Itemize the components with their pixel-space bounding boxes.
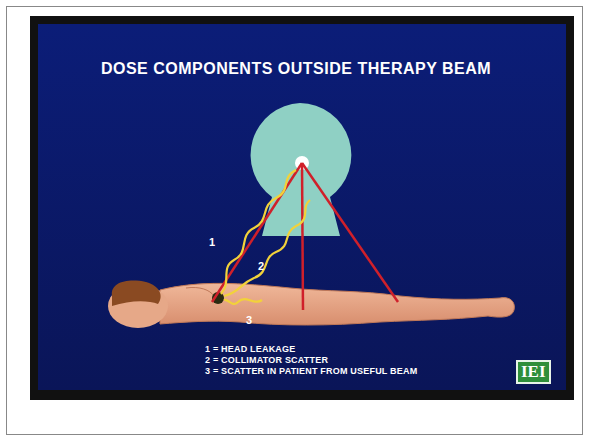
slide-title: DOSE COMPONENTS OUTSIDE THERAPY BEAM [0,60,592,78]
key-text: 1 = HEAD LEAKAGE [205,344,295,354]
callout-number: 3 [246,314,252,326]
therapy-beam [212,163,398,310]
key-text: 3 = SCATTER IN PATIENT FROM USEFUL BEAM [205,366,417,376]
logo-mark: IEI [516,360,551,384]
scatter-paths [221,170,310,304]
slide-background [38,24,566,390]
patient [108,281,514,328]
callout-number: 2 [258,260,264,272]
callout-number: 1 [209,236,215,248]
key-text: 2 = COLLIMATOR SCATTER [205,355,328,365]
